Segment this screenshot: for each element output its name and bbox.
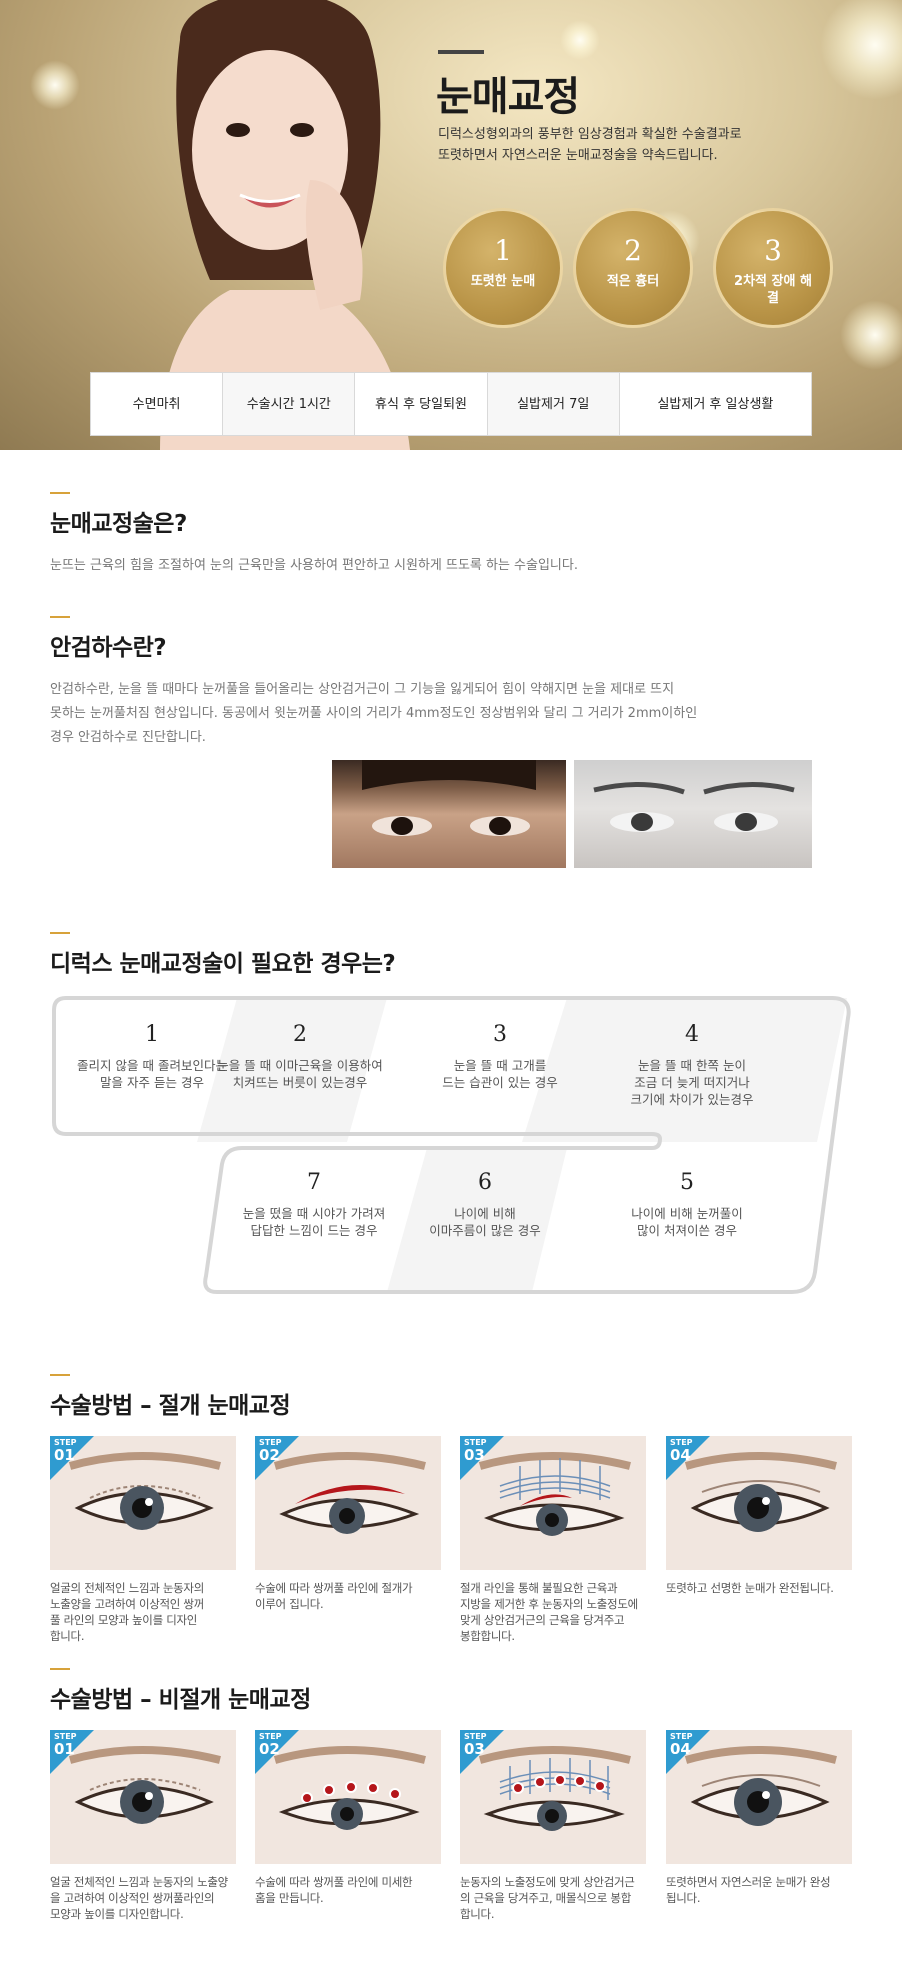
step-description: 또렷하고 선명한 눈매가 완전됩니다. bbox=[666, 1581, 834, 1595]
info-discharge: 휴식 후 당일퇴원 bbox=[355, 373, 488, 435]
eye-illustration bbox=[593, 782, 795, 832]
feature-circle-1: 1 또렷한 눈매 bbox=[443, 208, 563, 328]
step-photo: STEP 03 bbox=[460, 1730, 646, 1864]
hero-banner: 눈매교정 디럭스성형외과의 풍부한 임상경험과 확실한 수술결과로 또렷하면서 … bbox=[0, 0, 902, 450]
incision-step-4: STEP 04 또렷하고 선명한 눈매가 완전됩니다. bbox=[666, 1436, 852, 1596]
step-badge bbox=[666, 1730, 710, 1774]
ptosis-photo-2 bbox=[574, 760, 812, 868]
section-title-incision: 수술방법 – 절개 눈매교정 bbox=[50, 1393, 291, 1419]
step-badge bbox=[460, 1730, 504, 1774]
surgery-info-bar: 수면마취 수술시간 1시간 휴식 후 당일퇴원 실밥제거 7일 실밥제거 후 일… bbox=[90, 372, 812, 436]
ptosis-photo-1 bbox=[332, 760, 566, 868]
section-title-ptosis: 안검하수란? bbox=[50, 635, 167, 661]
section-title-cases: 디럭스 눈매교정술이 필요한 경우는? bbox=[50, 951, 396, 977]
feature-circle-3: 3 2차적 장애 해결 bbox=[713, 208, 833, 328]
step-photo: STEP 01 bbox=[50, 1730, 236, 1864]
step-badge bbox=[666, 1436, 710, 1480]
step-photo: STEP 01 bbox=[50, 1436, 236, 1570]
step-badge bbox=[460, 1436, 504, 1480]
step-photo: STEP 04 bbox=[666, 1730, 852, 1864]
step-photo: STEP 03 bbox=[460, 1436, 646, 1570]
info-anesthesia: 수면마취 bbox=[91, 373, 224, 435]
step-badge bbox=[255, 1436, 299, 1480]
step-badge bbox=[50, 1730, 94, 1774]
section-accent bbox=[50, 492, 70, 494]
sparkle-decoration bbox=[840, 300, 902, 370]
info-stitch-removal: 실밥제거 7일 bbox=[487, 373, 620, 435]
feature-circle-2: 2 적은 흉터 bbox=[573, 208, 693, 328]
ptosis-text: 안검하수란, 눈을 뜰 때마다 눈꺼풀을 들어올리는 상안검거근이 그 기능을 … bbox=[50, 682, 698, 745]
info-duration: 수술시간 1시간 bbox=[223, 373, 356, 435]
section-accent bbox=[50, 1668, 70, 1670]
step-photo: STEP 02 bbox=[255, 1436, 441, 1570]
page-title: 눈매교정 bbox=[436, 74, 580, 120]
section-title-nonincision: 수술방법 – 비절개 눈매교정 bbox=[50, 1687, 311, 1713]
info-daily-life: 실밥제거 후 일상생활 bbox=[657, 396, 774, 412]
section-accent bbox=[50, 1374, 70, 1376]
step-badge bbox=[255, 1730, 299, 1774]
hero-title-accent bbox=[438, 50, 484, 54]
sparkle-decoration bbox=[30, 60, 80, 110]
section-accent bbox=[50, 616, 70, 618]
sparkle-decoration bbox=[820, 0, 902, 100]
intro-text: 눈뜨는 근육의 힘을 조절하여 눈의 근육만을 사용하여 편안하고 시원하게 뜨… bbox=[50, 558, 578, 573]
step-photo: STEP 02 bbox=[255, 1730, 441, 1864]
step-photo: STEP 04 bbox=[666, 1436, 852, 1570]
section-title-intro: 눈매교정술은? bbox=[50, 511, 187, 537]
section-accent bbox=[50, 932, 70, 934]
sparkle-decoration bbox=[560, 20, 600, 60]
step-badge bbox=[50, 1436, 94, 1480]
cases-shape bbox=[52, 996, 851, 1294]
hero-description: 디럭스성형외과의 풍부한 임상경험과 확실한 수술결과로 또렷하면서 자연스러운… bbox=[438, 127, 742, 163]
eye-illustration bbox=[362, 760, 536, 836]
